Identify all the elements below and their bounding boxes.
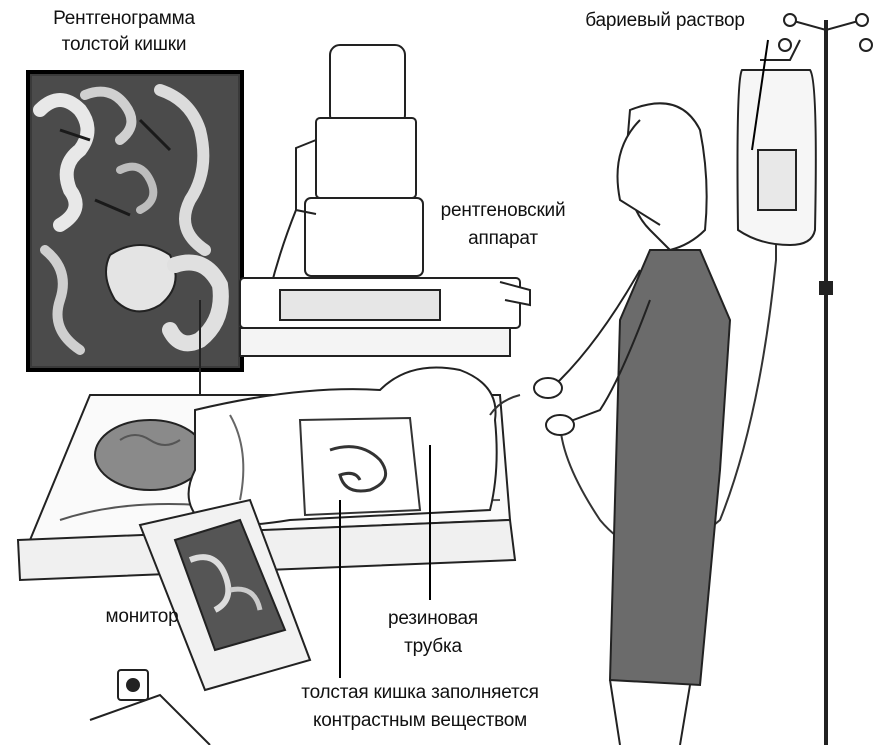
xray-machine-label-line2: аппарат: [418, 228, 588, 250]
barium-solution-label: бариевый раствор: [565, 10, 765, 32]
monitor-label: монитор: [92, 606, 192, 628]
xray-title-line1: Рентгенограмма: [24, 8, 224, 30]
colon-contrast-label-line1: толстая кишка заполняется: [270, 682, 570, 704]
rubber-tube-label-line2: трубка: [368, 636, 498, 658]
xray-title-line2: толстой кишки: [24, 34, 224, 56]
xray-machine-label-line1: рентгеновский: [418, 200, 588, 222]
rubber-tube-label-line1: резиновая: [368, 608, 498, 630]
colon-contrast-label-line2: контрастным веществом: [270, 710, 570, 732]
colon-xray-image: [28, 72, 242, 370]
